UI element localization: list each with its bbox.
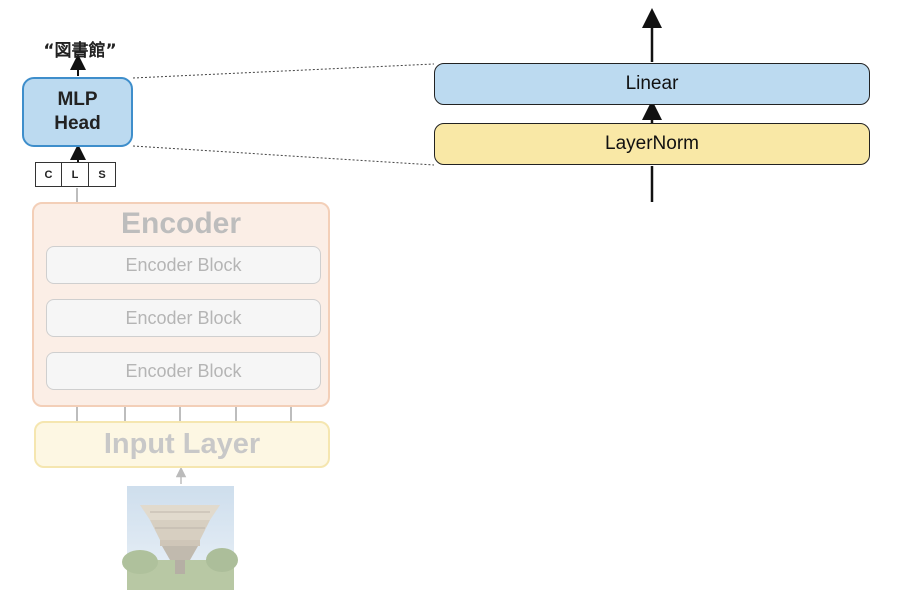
mlp-head-line1: MLP — [57, 89, 98, 110]
layernorm-box: LayerNorm — [434, 123, 870, 165]
input-layer-box: Input Layer — [34, 421, 330, 468]
cls-token-l: L — [62, 162, 89, 187]
encoder-block-bottom: Encoder Block — [46, 352, 321, 390]
mlp-head-box: MLP Head — [22, 77, 133, 147]
output-label: “図書館” — [43, 41, 117, 61]
zoom-connector-bottom — [132, 145, 435, 166]
cls-token-s: S — [89, 162, 116, 187]
cls-token-c: C — [35, 162, 62, 187]
mlp-head-line2: Head — [54, 113, 101, 134]
encoder-title: Encoder — [120, 207, 242, 240]
cls-token-row: C L S — [35, 162, 116, 187]
zoom-connector-top — [132, 63, 435, 79]
linear-box: Linear — [434, 63, 870, 105]
encoder-block-middle: Encoder Block — [46, 299, 321, 337]
library-photo-image — [122, 486, 238, 590]
encoder-block-top: Encoder Block — [46, 246, 321, 284]
